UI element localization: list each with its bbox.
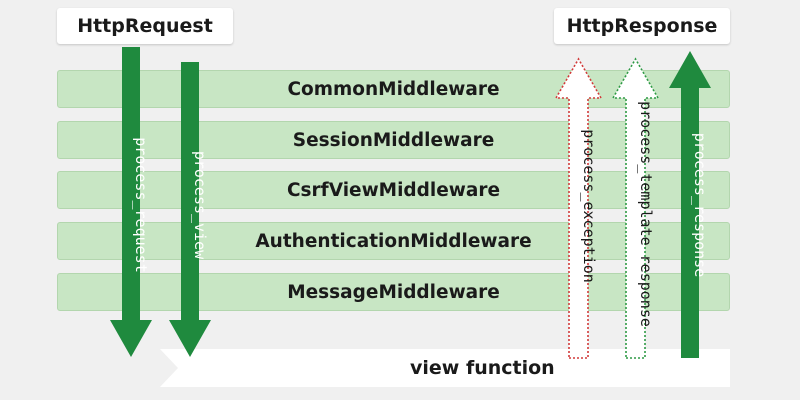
- view-function-box: view function: [160, 349, 730, 387]
- middleware-layer-authentication: AuthenticationMiddleware: [57, 222, 730, 260]
- middleware-layer-session: SessionMiddleware: [57, 121, 730, 159]
- http-response-box: HttpResponse: [554, 8, 730, 44]
- middleware-layer-common: CommonMiddleware: [57, 70, 730, 108]
- view-function-label: view function: [410, 357, 555, 379]
- middleware-layer-message: MessageMiddleware: [57, 273, 730, 311]
- middleware-layer-csrf: CsrfViewMiddleware: [57, 171, 730, 209]
- http-request-box: HttpRequest: [57, 8, 233, 44]
